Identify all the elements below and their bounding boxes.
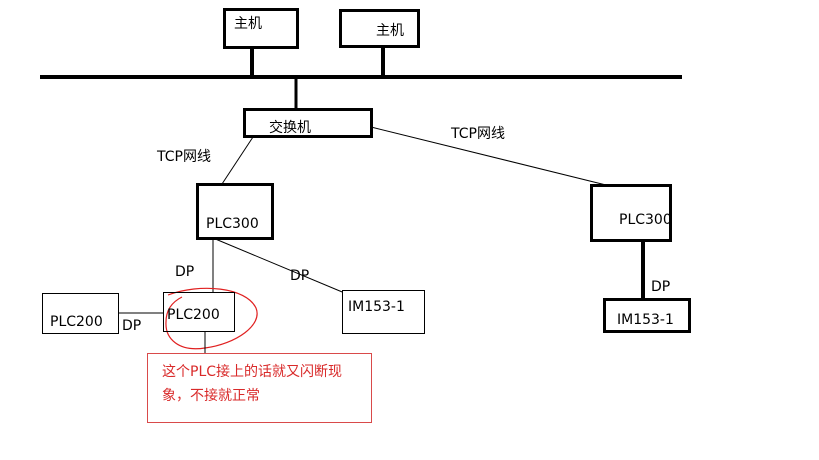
dp-right-label: DP [651, 279, 671, 295]
plc300-left-label: PLC300 [206, 216, 259, 232]
host-label-1: 主机 [234, 16, 262, 32]
dp-vertical-label: DP [175, 264, 195, 280]
host-label-2: 主机 [376, 23, 404, 39]
annotation-callout: 这个PLC接上的话就又闪断现象，不接就正常 [147, 353, 372, 423]
plc300-right-label: PLC300 [619, 212, 672, 228]
dp-diagonal-label: DP [290, 268, 310, 284]
tcp-right-line [370, 126, 611, 187]
im153-left-box: IM153-1 [342, 290, 425, 334]
plc200-left-box: PLC200 [42, 293, 119, 334]
plc200-left-label: PLC200 [50, 314, 103, 330]
host-box-1: 主机 [223, 8, 299, 49]
switch-box: 交换机 [243, 108, 373, 138]
im153-left-label: IM153-1 [348, 299, 405, 315]
im153-right-label: IM153-1 [617, 312, 674, 328]
plc200-mid-box: PLC200 [163, 292, 235, 332]
host-box-2: 主机 [339, 9, 420, 48]
plc300-right-box: PLC300 [590, 184, 672, 242]
im153-right-box: IM153-1 [603, 298, 691, 333]
highlight-circle [165, 287, 258, 350]
dp-diagonal-line [212, 237, 348, 295]
dp-plc200-label: DP [122, 318, 142, 334]
annotation-text: 这个PLC接上的话就又闪断现象，不接就正常 [162, 364, 343, 404]
tcp-left-line [221, 136, 254, 185]
plc300-left-box: PLC300 [196, 183, 274, 240]
tcp-right-label: TCP网线 [451, 126, 505, 142]
tcp-left-label: TCP网线 [157, 149, 211, 165]
switch-label: 交换机 [269, 120, 311, 136]
plc200-mid-label: PLC200 [167, 307, 220, 323]
